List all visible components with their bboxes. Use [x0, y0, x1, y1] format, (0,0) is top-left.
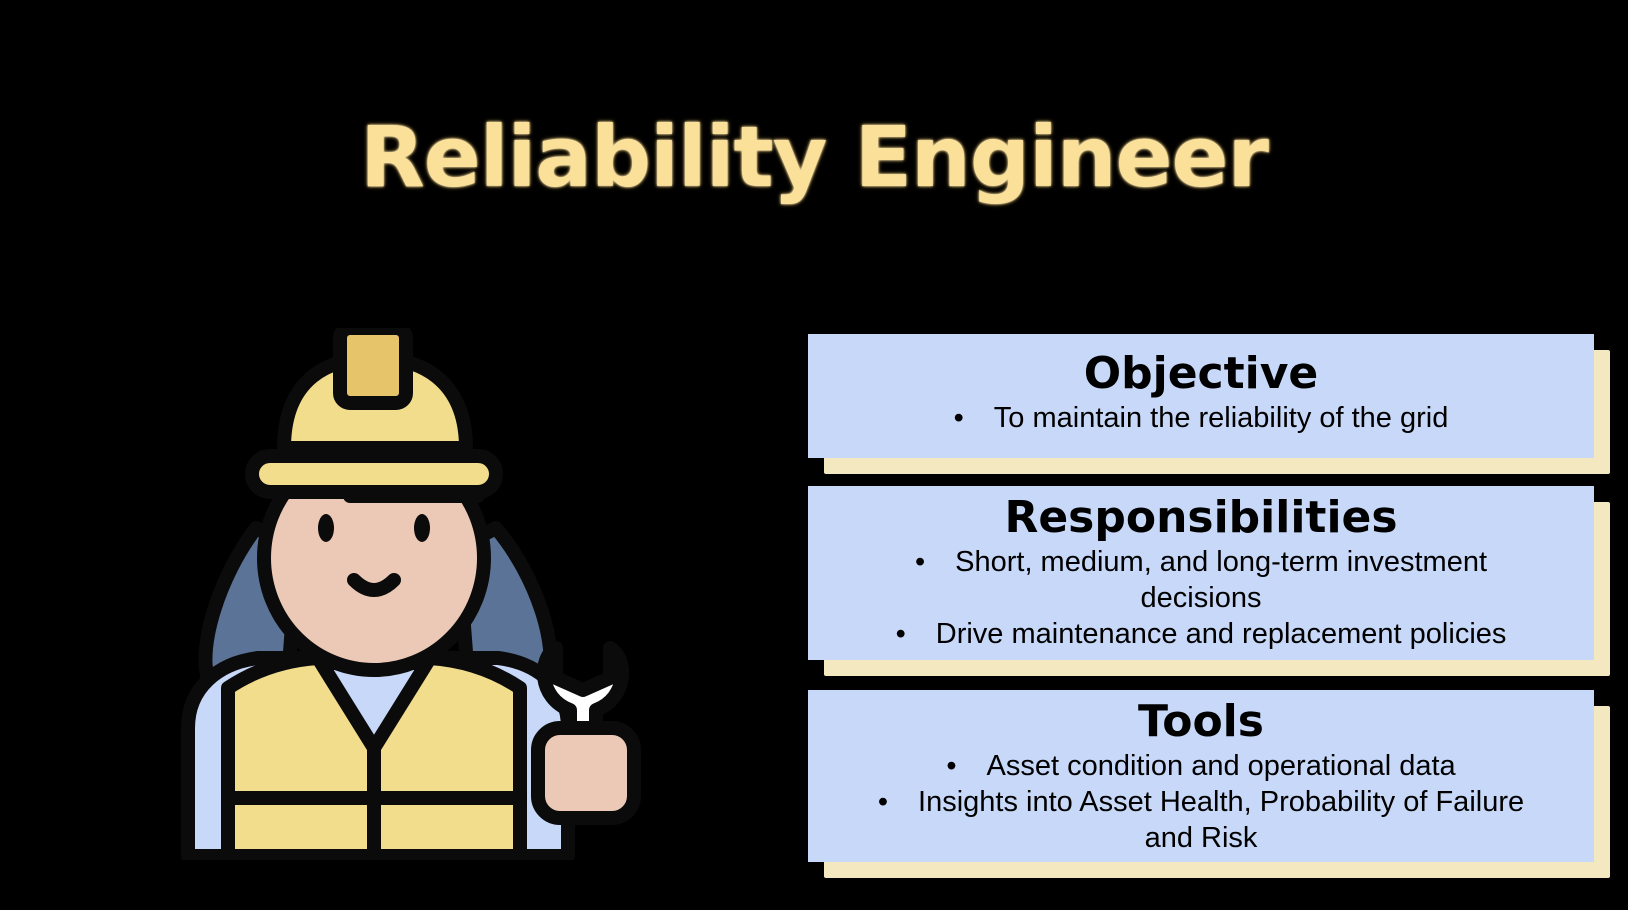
list-item: •To maintain the reliability of the grid — [953, 402, 1449, 434]
page-title: Reliability Engineer — [360, 108, 1269, 206]
female-engineer-with-wrench-icon — [181, 328, 641, 860]
card-heading: Tools — [1138, 696, 1264, 747]
card-heading: Responsibilities — [1004, 492, 1398, 543]
list-item: •Insights into Asset Health, Probability… — [877, 786, 1525, 854]
list-item: •Drive maintenance and replacement polic… — [895, 618, 1507, 650]
objective-card: Objective •To maintain the reliability o… — [808, 334, 1610, 474]
responsibilities-card: Responsibilities •Short, medium, and lon… — [808, 486, 1610, 676]
tools-card: Tools •Asset condition and operational d… — [808, 690, 1610, 878]
list-item: •Short, medium, and long-term investment… — [914, 546, 1488, 614]
list-item: •Asset condition and operational data — [946, 750, 1456, 782]
card-heading: Objective — [1083, 348, 1319, 399]
